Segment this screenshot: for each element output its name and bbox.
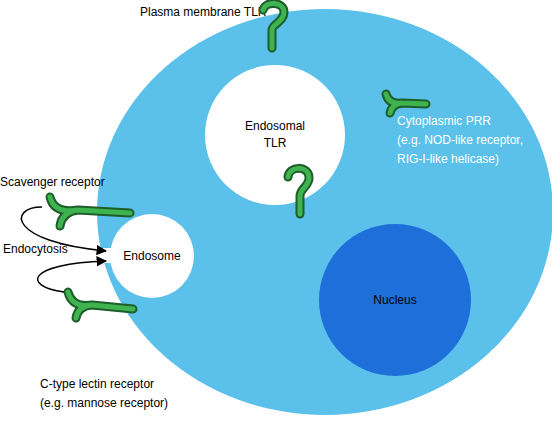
text-line: TLR <box>245 135 305 152</box>
node-shape <box>205 65 345 205</box>
text-line: Endosome <box>123 248 180 265</box>
nucleus-circle: Nucleus <box>319 224 471 376</box>
text-line: Scavenger receptor <box>0 173 105 192</box>
text-line: (e.g. mannose receptor) <box>40 394 168 413</box>
node-label: Nucleus <box>319 224 471 376</box>
text-line: Plasma membrane TLR <box>140 3 267 22</box>
receptor-symbol <box>50 197 130 226</box>
node-shape <box>110 214 194 298</box>
callout-label: Scavenger receptor <box>0 173 105 192</box>
callout-label: Endocytosis <box>3 240 68 259</box>
text-line: Endocytosis <box>3 240 68 259</box>
text-line: Nucleus <box>373 292 416 309</box>
endosome-circle: Endosome <box>110 214 194 298</box>
text-line: RIG-I-like helicase) <box>397 150 523 169</box>
text-line: C-type lectin receptor <box>40 375 168 394</box>
text-line: (e.g. NOD-like receptor, <box>397 131 523 150</box>
node-label-lines: Nucleus <box>373 292 416 309</box>
text-line: Endosomal <box>245 118 305 135</box>
cell-body <box>97 9 552 415</box>
node-label: Endosome <box>110 214 194 298</box>
endocytosis-arrow <box>38 261 106 292</box>
endocytosis-arrow <box>21 207 106 251</box>
endosome-circle: Endosomal TLR <box>205 65 345 205</box>
callout-label: Plasma membrane TLR <box>140 3 267 22</box>
callout-label: Cytoplasmic PRR (e.g. NOD-like receptor,… <box>397 112 523 169</box>
node-label: Endosomal TLR <box>205 65 345 205</box>
node-shape <box>319 224 471 376</box>
node-label-lines: Endosomal TLR <box>245 118 305 152</box>
tlr-symbol <box>263 3 284 48</box>
node-label-lines: Endosome <box>123 248 180 265</box>
receptor-symbol <box>386 94 426 113</box>
text-line: Cytoplasmic PRR <box>397 112 523 131</box>
node-outline <box>205 65 345 205</box>
tlr-symbol <box>288 168 309 214</box>
callout-label: C-type lectin receptor (e.g. mannose rec… <box>40 375 168 413</box>
receptor-symbol <box>68 292 133 318</box>
